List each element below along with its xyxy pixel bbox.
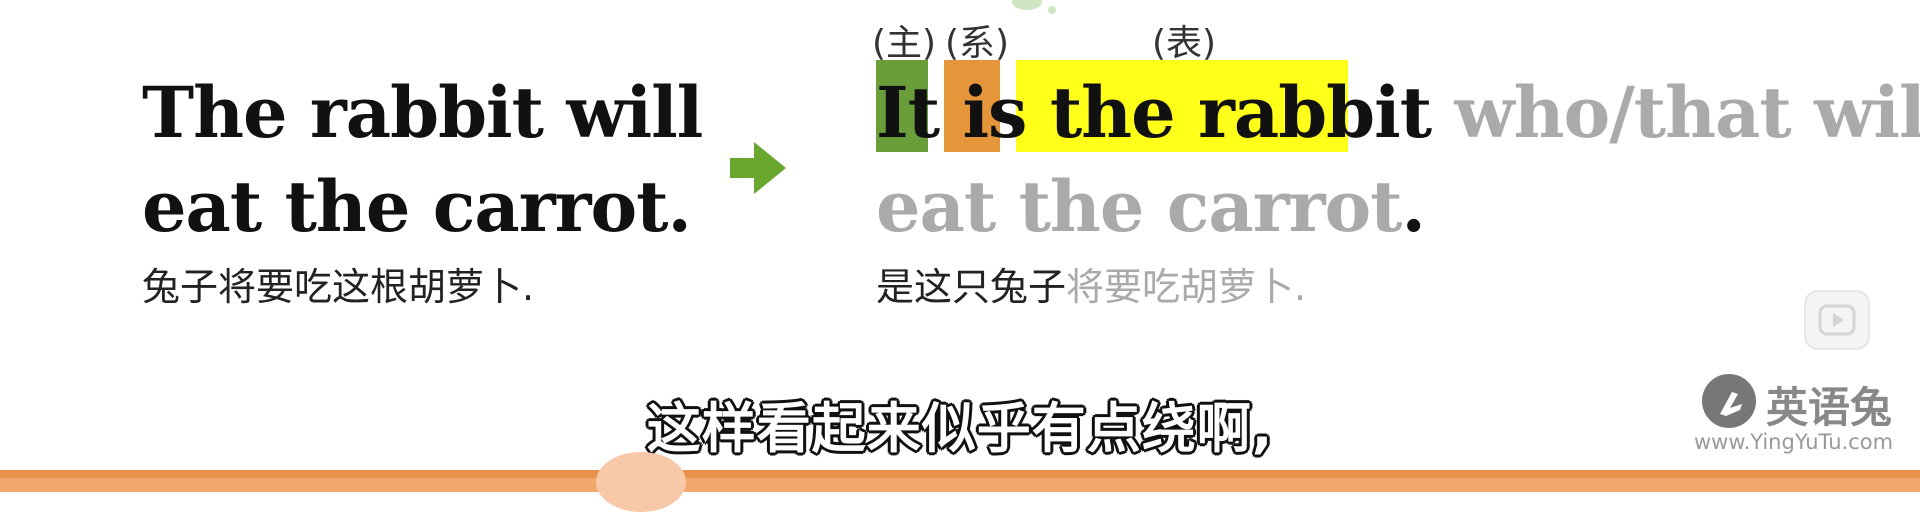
chinese-rest: 将要吃胡萝卜 — [1066, 265, 1295, 309]
linking-verb-highlight — [944, 60, 1000, 152]
right-arrow-icon — [730, 142, 786, 194]
predicative-highlight — [1016, 60, 1348, 152]
original-sentence-chinese: 兔子将要吃这根胡萝卜. — [142, 265, 535, 309]
bottom-decorative-bar-lower — [0, 478, 1920, 492]
original-sentence-line2: eat the carrot. — [142, 165, 692, 248]
decorative-blob — [1012, 0, 1042, 10]
original-sentence-english: The rabbit will eat the carrot. — [142, 66, 703, 254]
cleft-sentence-line2: eat the carrot. — [876, 160, 1426, 254]
play-button[interactable] — [1804, 290, 1870, 350]
phrase-who-that-will: who/that will — [1431, 71, 1920, 154]
logo-name: 英语兔 — [1766, 383, 1893, 432]
play-button-icon — [1818, 304, 1856, 336]
subject-highlight — [876, 60, 928, 152]
logo-url: www.YingYuTu.com — [1694, 430, 1894, 454]
phrase-eat-the-carrot: eat the carrot — [876, 165, 1402, 248]
chinese-period: . — [1294, 265, 1307, 309]
decorative-blob — [1048, 6, 1056, 14]
chinese-emphasized: 是这只兔子 — [876, 265, 1067, 309]
decorative-blob — [596, 452, 686, 512]
cleft-sentence-chinese: 是这只兔子将要吃胡萝卜. — [876, 256, 1306, 311]
rabbit-logo-icon — [1702, 374, 1756, 428]
video-subtitle: 这样看起来似乎有点绕啊, — [646, 397, 1274, 460]
cleft-sentence-line1: It is the rabbit who/that will — [876, 66, 1920, 160]
sentence-period: . — [1401, 165, 1426, 248]
tag-subject: (主) — [872, 23, 937, 64]
word-it: It — [876, 71, 940, 154]
tag-predicative: (表) — [1152, 23, 1217, 64]
word-is: is — [962, 71, 1027, 154]
tag-linking-verb: (系) — [945, 23, 1010, 64]
phrase-the-rabbit: the rabbit — [1049, 71, 1432, 154]
original-sentence-line1: The rabbit will — [142, 71, 703, 154]
